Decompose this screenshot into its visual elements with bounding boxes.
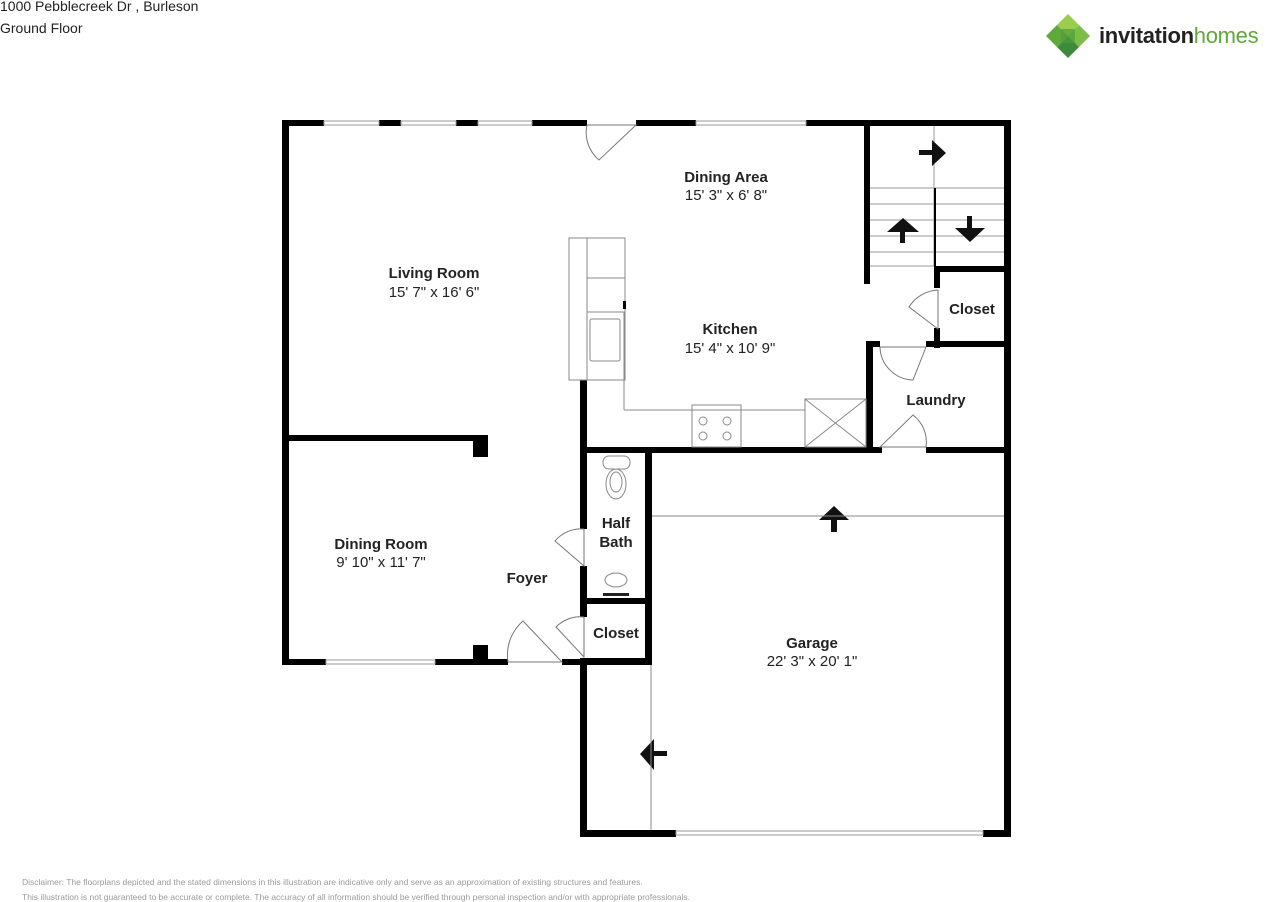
room-dining-room: Dining Room	[334, 536, 427, 553]
arrow-down-icon	[955, 228, 985, 242]
bath-fixtures	[602, 455, 631, 588]
room-labels: Living Room 15' 7" x 16' 6" Dining Area …	[334, 169, 995, 670]
arrow-left-icon	[640, 739, 654, 770]
walls	[282, 120, 1011, 837]
room-kitchen: Kitchen	[702, 321, 757, 338]
room-garage-dims: 22' 3" x 20' 1"	[767, 653, 858, 670]
room-closet-lower: Closet	[593, 625, 639, 642]
arrow-right-icon	[932, 140, 946, 166]
disclaimer-line-2: This illustration is not guaranteed to b…	[22, 892, 690, 902]
property-address: 1000 Pebblecreek Dr , Burleson	[0, 0, 199, 14]
room-kitchen-dims: 15' 4" x 10' 9"	[685, 340, 776, 357]
windows	[323, 120, 984, 836]
room-dining-area-dims: 15' 3" x 6' 8"	[685, 187, 767, 204]
doors	[506, 124, 939, 663]
room-half-bath-line1: Half	[602, 515, 631, 532]
logo-mark-icon	[1046, 14, 1090, 58]
disclaimer-line-1: Disclaimer: The floorplans depicted and …	[22, 877, 643, 887]
logo-wordmark: invitationhomes	[1099, 23, 1259, 48]
arrows	[640, 140, 985, 770]
floor-label: Ground Floor	[0, 20, 83, 36]
room-garage: Garage	[786, 635, 838, 652]
kitchen-fixtures	[568, 237, 1004, 830]
room-living-room-dims: 15' 7" x 16' 6"	[389, 284, 480, 301]
room-foyer: Foyer	[507, 570, 548, 587]
room-half-bath-line2: Bath	[599, 534, 632, 551]
room-dining-area: Dining Area	[684, 169, 768, 186]
invitation-homes-logo: invitationhomes	[1045, 13, 1280, 59]
arrow-up-icon	[819, 506, 849, 520]
room-dining-room-dims: 9' 10" x 11' 7"	[336, 554, 426, 571]
room-closet-upper: Closet	[949, 301, 995, 318]
room-living-room: Living Room	[389, 265, 480, 282]
arrow-up-icon	[887, 218, 919, 232]
room-laundry: Laundry	[906, 392, 966, 409]
